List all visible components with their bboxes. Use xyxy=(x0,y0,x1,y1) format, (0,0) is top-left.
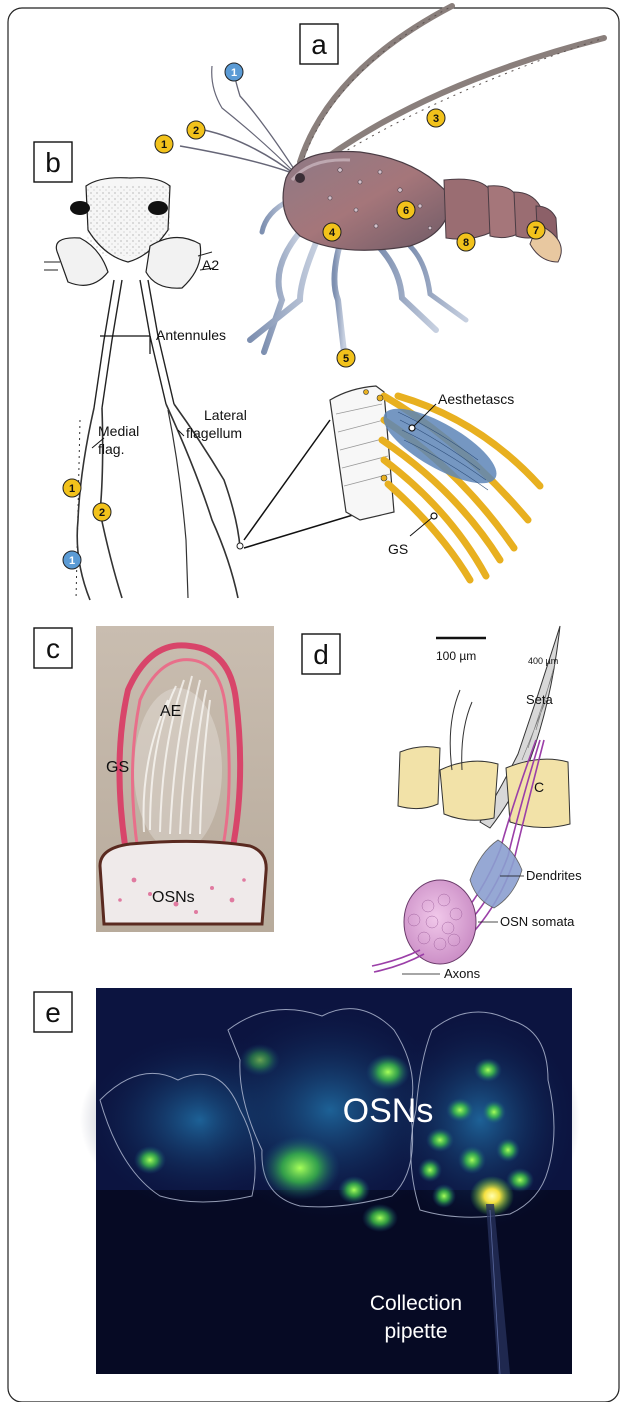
panel-label-b: b xyxy=(34,142,72,182)
osns-photo-label: OSNs xyxy=(152,889,195,906)
badge-yellow-1: 1 xyxy=(63,479,81,497)
panel-letter: a xyxy=(311,29,327,60)
badge-yellow-5: 5 xyxy=(337,349,355,367)
aesthetasc-photo xyxy=(96,626,274,932)
badge-yellow-6: 6 xyxy=(397,201,415,219)
aesthetasc-tuft-drawing xyxy=(330,386,540,580)
badge-label: 1 xyxy=(161,139,167,151)
panel-label-c: c xyxy=(34,628,72,668)
medial-flagellum-label-line1: Medial xyxy=(98,423,139,439)
badge-label: 2 xyxy=(193,125,199,137)
badge-label: 3 xyxy=(433,113,439,125)
badge-label: 1 xyxy=(69,483,75,495)
panel-label-d: d xyxy=(302,634,340,674)
scale-bar-label: 100 µm xyxy=(436,649,476,663)
panel-label-a: a xyxy=(300,24,338,64)
flagellum-tuft xyxy=(237,543,243,549)
badge-yellow-7: 7 xyxy=(527,221,545,239)
badge-yellow-1: 1 xyxy=(155,135,173,153)
lateral-flagellum-label-line2: flagellum xyxy=(186,425,242,441)
a2-label: A2 xyxy=(202,257,219,273)
collection-pipette-label-line2: pipette xyxy=(384,1320,447,1343)
osns-fluorescence-label: OSNs xyxy=(343,1092,434,1130)
panel-label-e: e xyxy=(34,992,72,1032)
ae-photo-label: AE xyxy=(160,703,181,720)
aesthetascs-label: Aesthetascs xyxy=(438,391,514,407)
badge-label: 6 xyxy=(403,205,409,217)
badge-label: 7 xyxy=(533,225,539,237)
panel-letter: b xyxy=(45,147,61,178)
lateral-flagellum-label-line1: Lateral xyxy=(204,407,247,423)
badge-yellow-2: 2 xyxy=(187,121,205,139)
dendrites-label: Dendrites xyxy=(526,868,582,883)
gs-label: GS xyxy=(388,541,408,557)
panel-letter: c xyxy=(46,633,60,664)
panel-letter: e xyxy=(45,997,61,1028)
panel-b-badges: 1 2 1 xyxy=(63,479,111,569)
cuticle-label: C xyxy=(534,779,544,795)
badge-blue-1: 1 xyxy=(63,551,81,569)
collection-pipette-label-line1: Collection xyxy=(370,1292,462,1315)
badge-label: 8 xyxy=(463,237,469,249)
badge-label: 2 xyxy=(99,507,105,519)
fluorescence-image xyxy=(80,988,580,1374)
osn-somata-label: OSN somata xyxy=(500,914,575,929)
badge-label: 5 xyxy=(343,353,349,365)
badge-label: 1 xyxy=(231,67,237,79)
medial-flagellum-label-line2: flag. xyxy=(98,441,124,457)
panel-letter: d xyxy=(313,639,329,670)
seta-size-label: 400 µm xyxy=(528,656,558,666)
axons-label: Axons xyxy=(444,966,481,981)
antennules-label: Antennules xyxy=(156,327,226,343)
badge-label: 1 xyxy=(69,555,75,567)
badge-yellow-4: 4 xyxy=(323,223,341,241)
lobster-illustration xyxy=(180,6,604,352)
seta-label: Seta xyxy=(526,692,554,707)
badge-blue-1: 1 xyxy=(225,63,243,81)
badge-yellow-8: 8 xyxy=(457,233,475,251)
badge-yellow-3: 3 xyxy=(427,109,445,127)
badge-yellow-2: 2 xyxy=(93,503,111,521)
gs-photo-label: GS xyxy=(106,759,129,776)
badge-label: 4 xyxy=(329,227,336,239)
